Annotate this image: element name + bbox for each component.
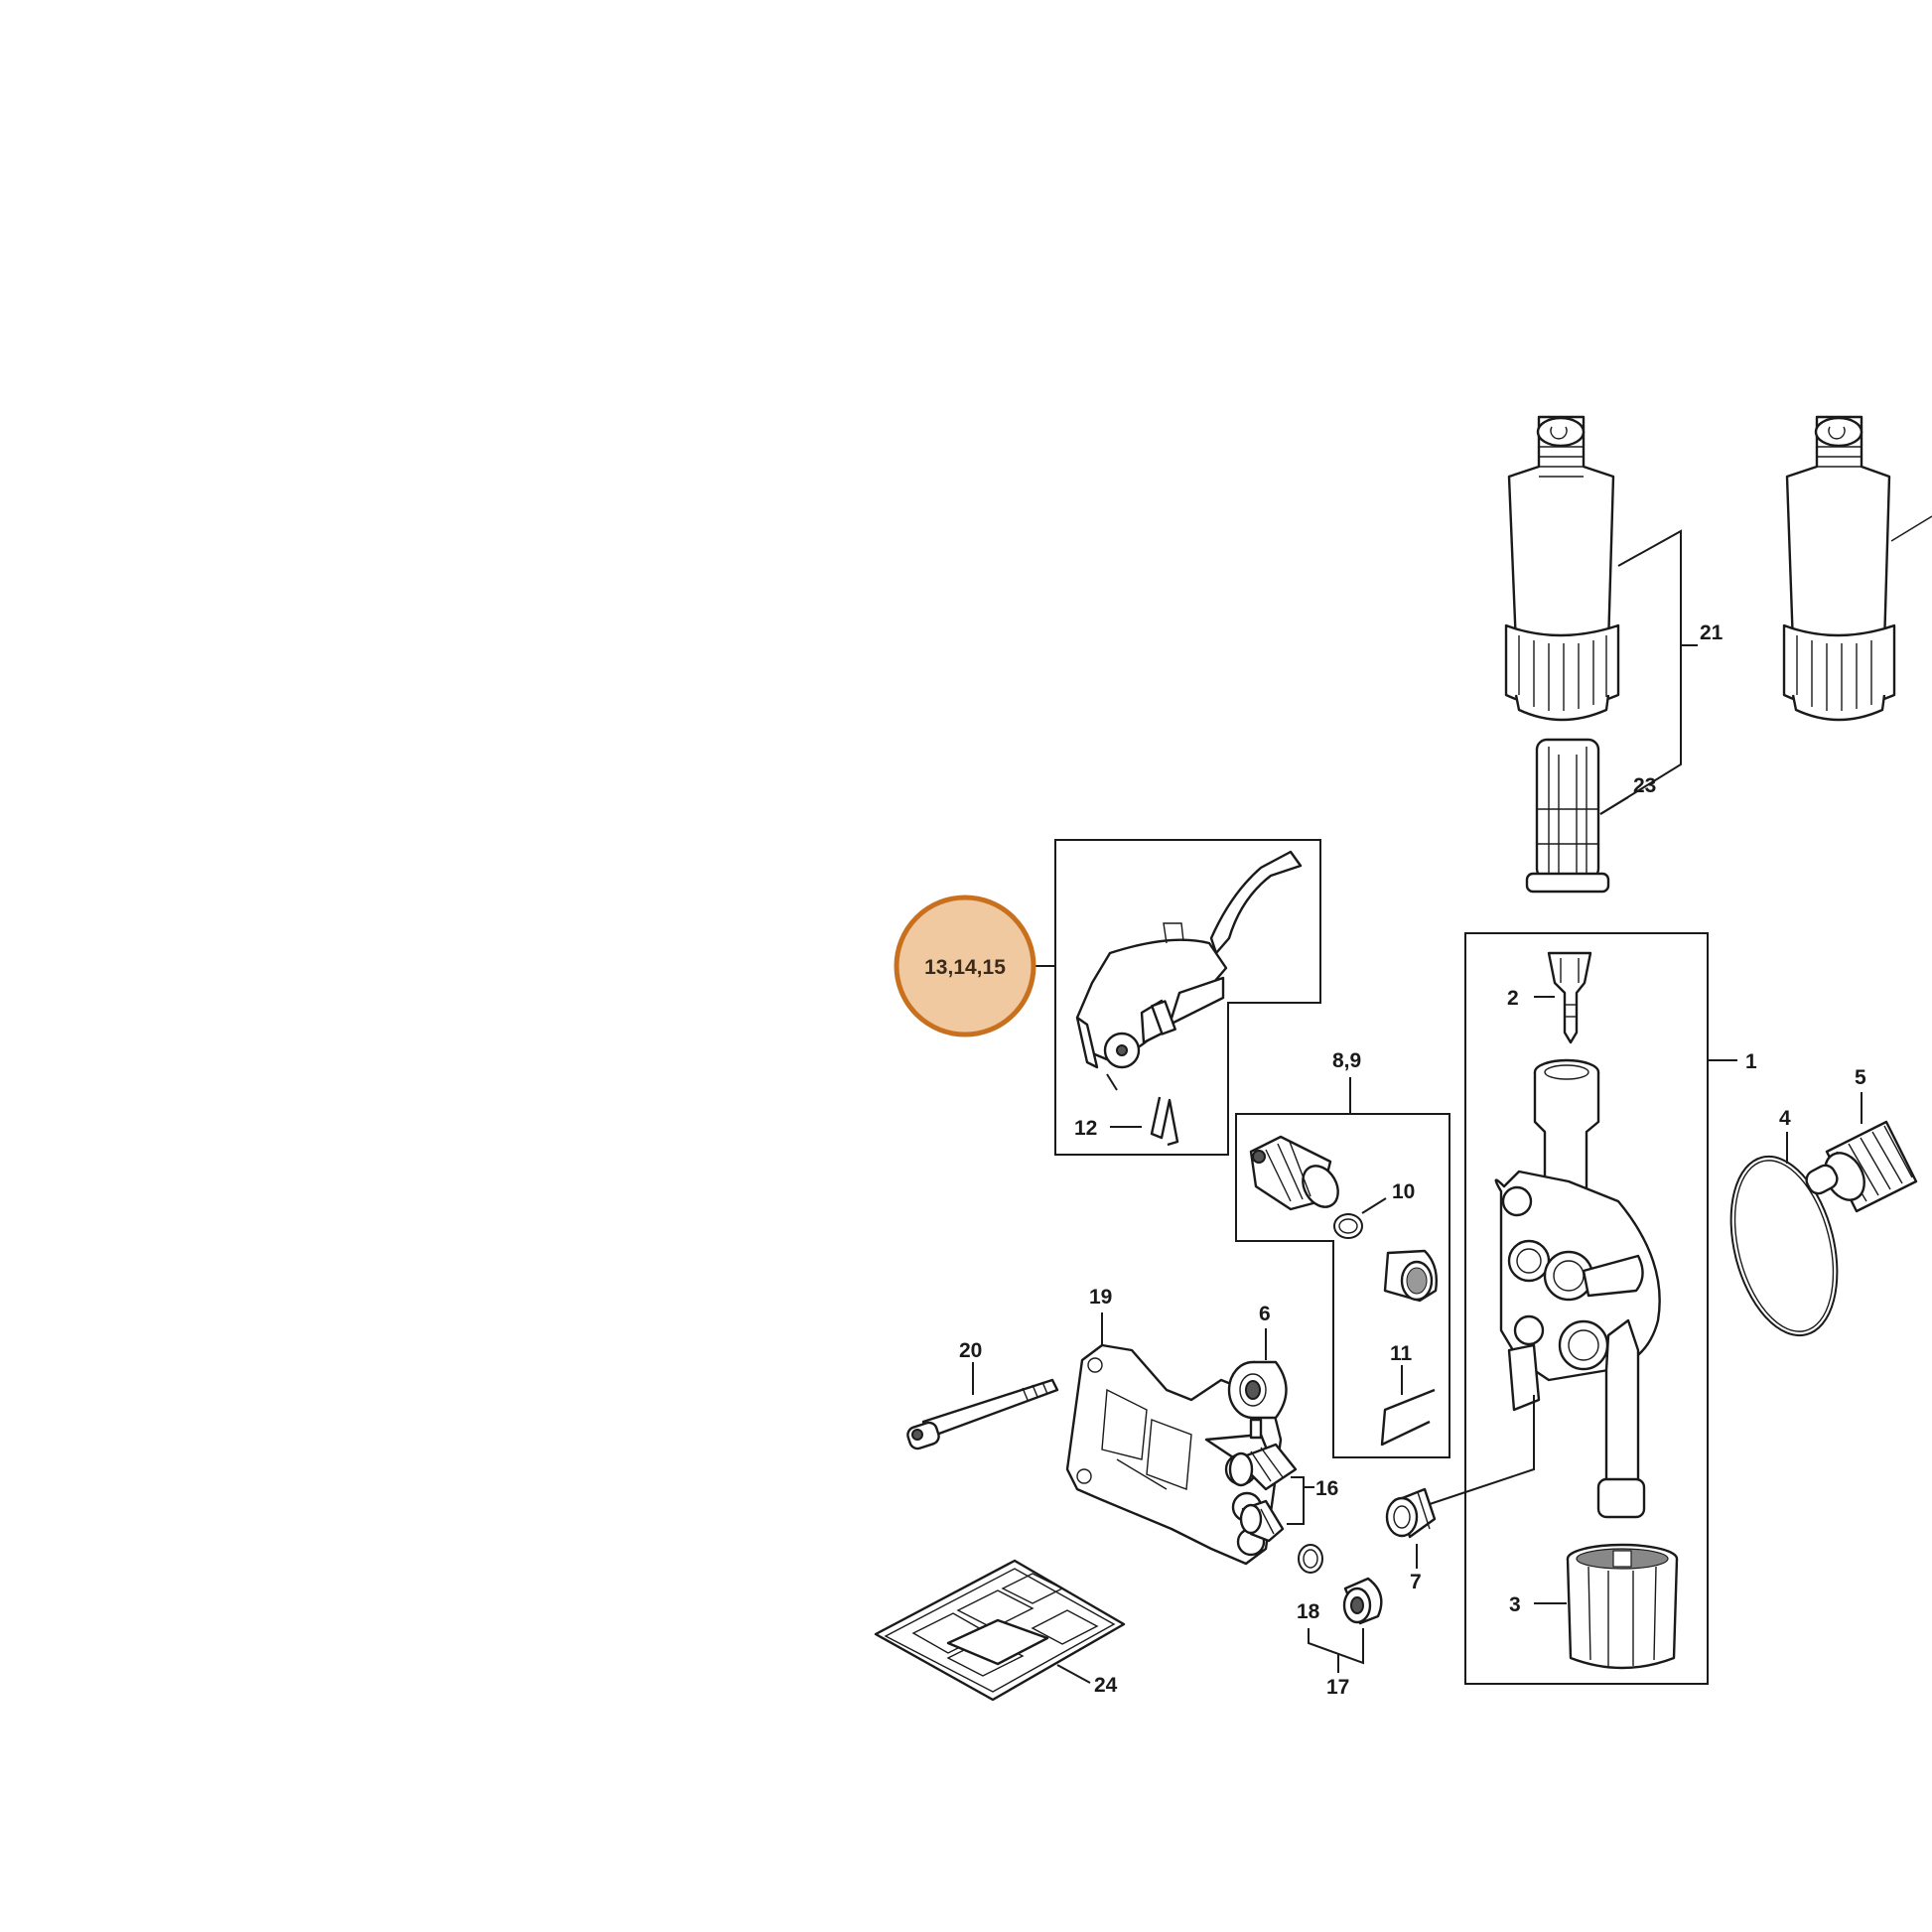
o-ring-4 <box>1729 1155 1839 1337</box>
inlet-nozzle-21-right <box>1782 415 1932 722</box>
label-5: 5 <box>1855 1066 1866 1089</box>
highlight-callout-13-14-15[interactable]: 13,14,15 <box>894 895 1036 1037</box>
seal-kit-packet-24 <box>874 1559 1126 1702</box>
label-6: 6 <box>1259 1303 1271 1325</box>
spring-piston-5 <box>1805 1120 1918 1213</box>
label-8-9: 8,9 <box>1332 1049 1361 1072</box>
bolt-20 <box>906 1378 1059 1450</box>
label-1: 1 <box>1745 1050 1757 1073</box>
group-box-1 <box>1464 932 1709 1685</box>
label-12: 12 <box>1074 1117 1097 1140</box>
inlet-nozzle-21-left <box>1504 415 1620 722</box>
o-ring-18 <box>1298 1544 1323 1574</box>
label-24: 24 <box>1094 1674 1118 1697</box>
leader-line-10 <box>1361 1197 1387 1214</box>
label-18: 18 <box>1297 1600 1320 1623</box>
leader-clip <box>1106 1073 1118 1091</box>
clip-12 <box>1150 1096 1179 1147</box>
leader-lines-21-23 <box>1599 529 1698 815</box>
label-2: 2 <box>1507 987 1519 1010</box>
group-box-8-9 <box>1235 1113 1450 1458</box>
label-11: 11 <box>1390 1342 1413 1365</box>
unloader-valve-13-14-15 <box>1075 850 1303 1069</box>
plug-17 <box>1342 1577 1383 1625</box>
label-17: 17 <box>1326 1676 1349 1699</box>
valve-insert-2 <box>1547 951 1592 1044</box>
valve-cap-8-9 <box>1383 1249 1439 1303</box>
label-21: 21 <box>1700 621 1724 644</box>
leader-bracket-16 <box>1287 1476 1305 1525</box>
valve-16-upper <box>1228 1443 1298 1491</box>
pump-housing-1 <box>1494 1058 1661 1519</box>
valve-cartridge-8-9 <box>1249 1135 1339 1211</box>
label-19: 19 <box>1089 1286 1112 1309</box>
label-23: 23 <box>1633 774 1656 797</box>
label-7: 7 <box>1410 1571 1422 1593</box>
label-16: 16 <box>1315 1477 1338 1500</box>
valve-16-lower <box>1239 1499 1285 1543</box>
clip-11 <box>1380 1388 1436 1447</box>
filter-23 <box>1525 738 1610 894</box>
label-13-14-15: 13,14,15 <box>924 956 1006 979</box>
leader-line-24 <box>1056 1664 1091 1684</box>
o-ring-10 <box>1333 1213 1363 1239</box>
label-20: 20 <box>959 1339 982 1362</box>
leader-line-7-link <box>1429 1395 1535 1505</box>
fitting-7 <box>1385 1487 1437 1539</box>
label-3: 3 <box>1509 1593 1521 1616</box>
leader-bracket-17 <box>1308 1628 1364 1665</box>
label-4: 4 <box>1779 1107 1791 1130</box>
label-10: 10 <box>1392 1180 1415 1203</box>
strainer-3 <box>1566 1543 1679 1670</box>
group-box-13-14-15 <box>1054 839 1321 1156</box>
seal-6 <box>1227 1360 1288 1420</box>
